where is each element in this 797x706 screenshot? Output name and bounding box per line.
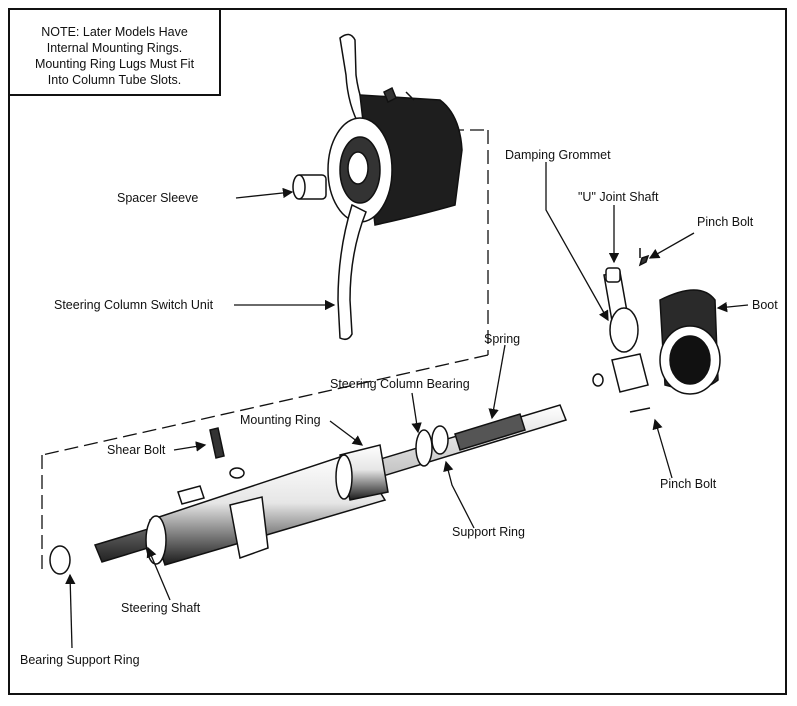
label-u-joint-shaft: "U" Joint Shaft — [578, 190, 659, 204]
switch-unit-drawing — [292, 33, 463, 341]
label-mounting-ring: Mounting Ring — [240, 413, 321, 427]
label-steering-shaft: Steering Shaft — [121, 601, 201, 615]
u-joint-drawing — [592, 248, 721, 413]
label-spring: Spring — [484, 332, 521, 346]
note-box: NOTE: Later Models Have Internal Mountin… — [8, 8, 221, 96]
column-drawing — [49, 404, 567, 575]
label-column-bearing: Steering Column Bearing — [330, 377, 470, 391]
label-pinch-bolt-top: Pinch Bolt — [697, 215, 754, 229]
label-switch-unit: Steering Column Switch Unit — [54, 298, 214, 312]
label-pinch-bolt-bottom: Pinch Bolt — [660, 477, 717, 491]
label-damping-grommet: Damping Grommet — [505, 148, 611, 162]
label-shear-bolt: Shear Bolt — [107, 443, 166, 457]
label-bearing-support-ring: Bearing Support Ring — [20, 653, 140, 667]
label-spacer-sleeve: Spacer Sleeve — [117, 191, 199, 205]
note-line-3: Mounting Ring Lugs Must Fit — [34, 57, 195, 71]
label-support-ring: Support Ring — [452, 525, 525, 539]
label-boot: Boot — [752, 298, 778, 312]
note-line-1: NOTE: Later Models Have — [41, 25, 188, 39]
leader-lines — [65, 162, 749, 649]
diagram-frame — [8, 8, 787, 695]
note-line-2: Internal Mounting Rings. — [46, 41, 183, 55]
note-line-4: Into Column Tube Slots. — [47, 73, 182, 87]
